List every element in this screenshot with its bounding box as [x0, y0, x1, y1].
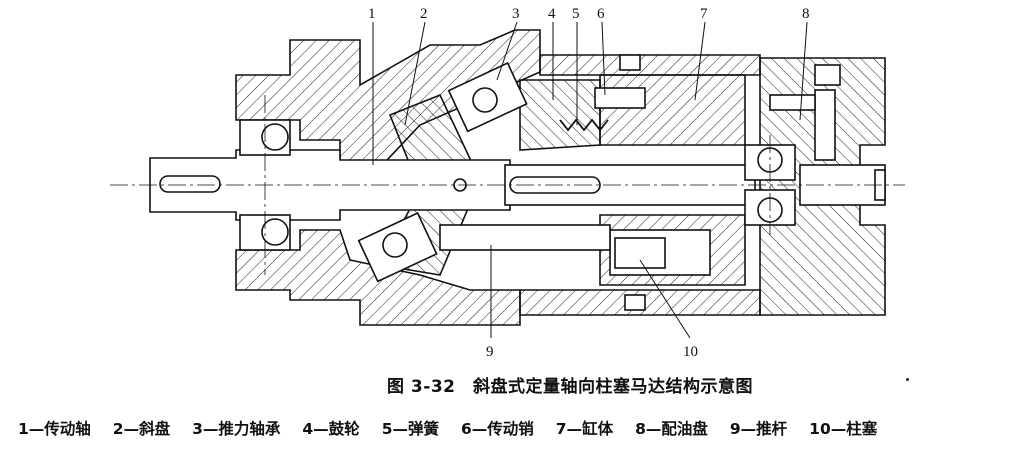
callout-9: 9 [486, 344, 494, 360]
cylinder-block-7 [599, 74, 746, 146]
legend-item: 9—推杆 [729, 420, 788, 438]
motor-cross-section-drawing: 1 2 3 4 5 6 7 8 9 10 [110, 6, 905, 360]
drive-pin-6 [594, 87, 646, 109]
legend-item: 7—缸体 [555, 420, 614, 438]
callout-5: 5 [572, 6, 580, 22]
callout-numbers: 1 2 3 4 5 6 7 8 9 10 [368, 6, 810, 360]
legend-item: 3—推力轴承 [192, 420, 281, 438]
thrust-bearing-3 [447, 62, 528, 133]
legend-item: 6—传动销 [460, 420, 534, 438]
callout-7: 7 [700, 6, 708, 22]
push-rod-9 [439, 224, 611, 251]
legend-item: 5—弹簧 [381, 420, 439, 438]
legend-item: 2—斜盘 [112, 420, 171, 438]
callout-6: 6 [597, 6, 605, 22]
callout-4: 4 [548, 6, 556, 22]
legend-item: 8—配油盘 [635, 420, 708, 438]
callout-1: 1 [368, 6, 376, 22]
figure-caption: 图 3-32 斜盘式定量轴向柱塞马达结构示意图 [387, 377, 753, 397]
middle-housing-top [539, 54, 761, 76]
callout-3: 3 [512, 6, 520, 22]
legend-item: 4—鼓轮 [302, 420, 360, 438]
front-housing [235, 29, 541, 213]
callout-2: 2 [420, 6, 428, 22]
stray-dot [906, 378, 909, 381]
callout-8: 8 [802, 6, 810, 22]
parts-legend: 1—传动轴 2—斜盘 3—推力轴承 4—鼓轮 5—弹簧 6—传动销 7—缸体 8… [18, 417, 1018, 439]
legend-item: 10—柱塞 [809, 420, 878, 438]
drum-4 [519, 79, 601, 151]
callout-10: 10 [683, 344, 698, 360]
spring-5 [559, 118, 609, 132]
legend-item: 1—传动轴 [18, 420, 91, 438]
